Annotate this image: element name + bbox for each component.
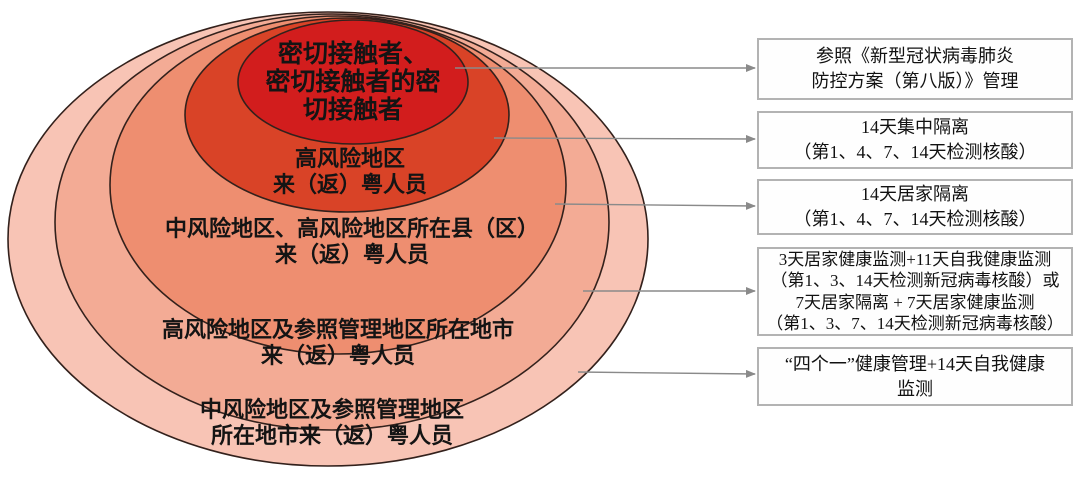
measure-box-home-quarantine: 14天居家隔离 （第1、4、7、14天检测核酸） [757,179,1073,235]
measure-box-home-health-monitoring: 3天居家健康监测+11天自我健康监测 （第1、3、14天检测新冠病毒核酸）或 7… [757,247,1073,336]
measure-box-close-contacts: 参照《新型冠状病毒肺炎 防控方案（第八版）》管理 [757,38,1073,100]
measure-box-centralized-quarantine: 14天集中隔离 （第1、4、7、14天检测核酸） [757,111,1073,169]
connector-line-2 [493,134,756,143]
ring-1-ellipse [237,19,469,145]
measure-box-four-ones-management: “四个一”健康管理+14天自我健康 监测 [757,347,1073,406]
connector-line-5 [577,369,756,378]
connector-line-3 [554,201,756,210]
